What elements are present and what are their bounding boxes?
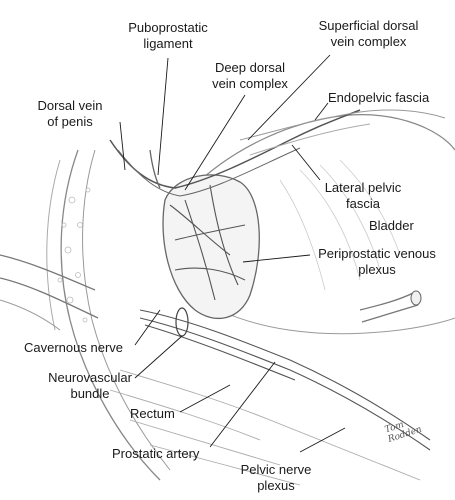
label-periprostatic-venous-plexus: Periprostatic venous plexus — [308, 246, 446, 278]
label-line: vein complex — [212, 76, 288, 91]
label-puboprostatic-ligament: Puboprostatic ligament — [118, 20, 218, 52]
label-line: plexus — [358, 262, 396, 277]
label-superficial-dorsal-vein-complex: Superficial dorsal vein complex — [306, 18, 431, 50]
label-dorsal-vein-of-penis: Dorsal vein of penis — [30, 98, 110, 130]
label-pelvic-nerve-plexus: Pelvic nerve plexus — [228, 462, 324, 494]
label-line: Superficial dorsal — [318, 18, 419, 33]
label-line: Pelvic nerve — [240, 462, 312, 477]
label-line: Lateral pelvic — [324, 180, 402, 195]
label-cavernous-nerve: Cavernous nerve — [24, 340, 123, 355]
label-line: Puboprostatic — [128, 20, 208, 35]
label-line: Neurovascular — [48, 370, 132, 385]
label-line: fascia — [346, 196, 380, 211]
label-line: plexus — [257, 478, 295, 493]
label-line: vein complex — [330, 34, 407, 49]
label-prostatic-artery: Prostatic artery — [112, 446, 200, 461]
label-lateral-pelvic-fascia: Lateral pelvic fascia — [308, 180, 418, 212]
label-line: Deep dorsal — [214, 60, 286, 75]
label-bladder: Bladder — [369, 218, 414, 233]
label-line: ligament — [143, 36, 193, 51]
label-endopelvic-fascia: Endopelvic fascia — [328, 90, 430, 105]
label-deep-dorsal-vein-complex: Deep dorsal vein complex — [200, 60, 300, 92]
label-line: Dorsal vein — [37, 98, 103, 113]
label-neurovascular-bundle: Neurovascular bundle — [42, 370, 138, 402]
label-line: of penis — [47, 114, 93, 129]
label-line: Periprostatic venous — [318, 246, 436, 261]
label-rectum: Rectum — [130, 406, 175, 421]
label-line: bundle — [70, 386, 110, 401]
